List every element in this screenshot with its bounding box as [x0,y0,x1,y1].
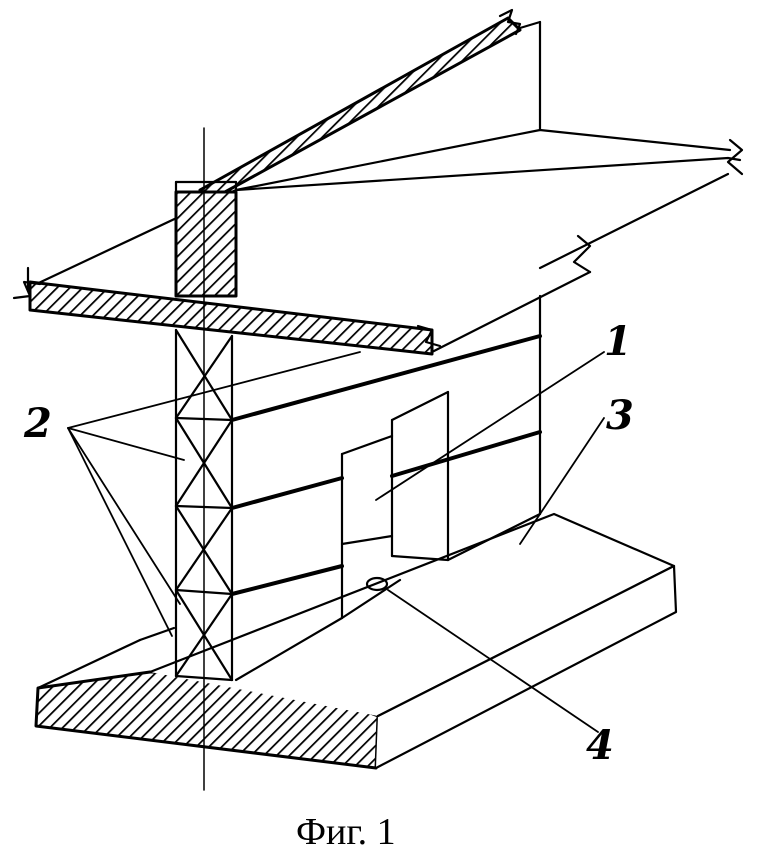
label-4: 4 [586,722,614,769]
label-1: 1 [604,318,632,365]
column-section [176,192,236,296]
label-2: 2 [24,400,52,447]
floor-slab-top [28,158,740,288]
label-3: 3 [606,392,634,439]
figure-caption: Фиг. 1 [296,810,396,854]
upper-wall-section [200,18,520,198]
